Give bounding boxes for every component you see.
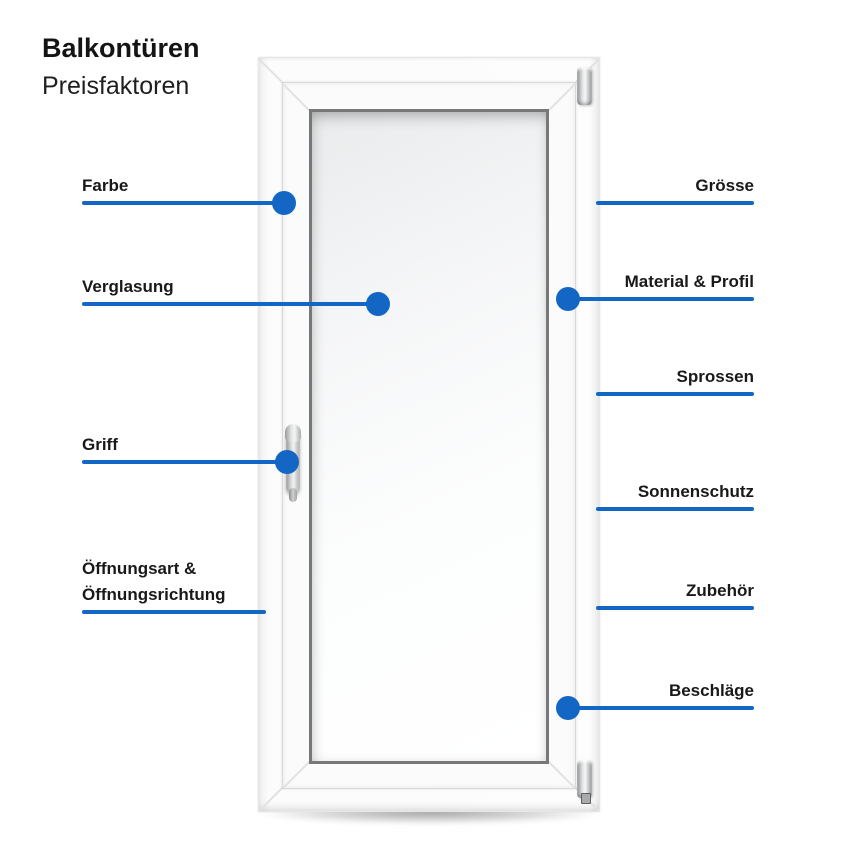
door-glass-pane bbox=[309, 109, 549, 764]
sash-mitre-line bbox=[282, 759, 311, 788]
leader-line bbox=[596, 606, 754, 610]
leader-line bbox=[596, 507, 754, 511]
callout-label-line2: Öffnungsrichtung bbox=[82, 584, 226, 604]
leader-dot bbox=[272, 191, 296, 215]
callout-label: Verglasung bbox=[82, 276, 174, 296]
balcony-door-frame bbox=[258, 57, 600, 812]
callout-label: Material & Profil bbox=[624, 271, 754, 291]
callout-label: Zubehör bbox=[686, 580, 754, 600]
door-sash bbox=[282, 82, 576, 789]
callout-label: Farbe bbox=[82, 175, 129, 195]
leader-dot bbox=[556, 696, 580, 720]
callout-label: Beschläge bbox=[668, 680, 754, 700]
leader-dot bbox=[275, 450, 299, 474]
frame-mitre-line bbox=[258, 58, 284, 84]
callout-label: Sprossen bbox=[676, 366, 754, 386]
title-block: Balkontüren Preisfaktoren bbox=[42, 32, 200, 101]
callout-label: Sonnenschutz bbox=[637, 481, 754, 501]
sash-mitre-line bbox=[282, 83, 311, 112]
frame-mitre-line bbox=[258, 785, 284, 811]
leader-line bbox=[82, 460, 287, 464]
leader-line bbox=[82, 302, 378, 306]
door-hinge-bottom-icon bbox=[577, 760, 592, 798]
door-hinge-top-icon bbox=[577, 67, 592, 105]
leader-dot bbox=[366, 292, 390, 316]
door-hinge-bracket-icon bbox=[581, 793, 591, 804]
leader-line bbox=[82, 201, 284, 205]
callout-label-line1: Öffnungsart & bbox=[82, 559, 197, 578]
leader-line bbox=[82, 610, 266, 614]
callout-label: Grösse bbox=[695, 175, 754, 195]
leader-line bbox=[596, 392, 754, 396]
leader-line bbox=[568, 297, 754, 301]
leader-line bbox=[568, 706, 754, 710]
page-title: Balkontüren bbox=[42, 33, 200, 63]
leader-dot bbox=[556, 287, 580, 311]
callout-label: Öffnungsart & Öffnungsrichtung bbox=[82, 556, 226, 607]
callout-label: Griff bbox=[82, 434, 118, 454]
sash-mitre-line bbox=[547, 83, 576, 112]
leader-line bbox=[596, 201, 754, 205]
sash-mitre-line bbox=[547, 759, 576, 788]
page-subtitle: Preisfaktoren bbox=[42, 72, 190, 101]
door-floor-shadow bbox=[240, 810, 620, 824]
